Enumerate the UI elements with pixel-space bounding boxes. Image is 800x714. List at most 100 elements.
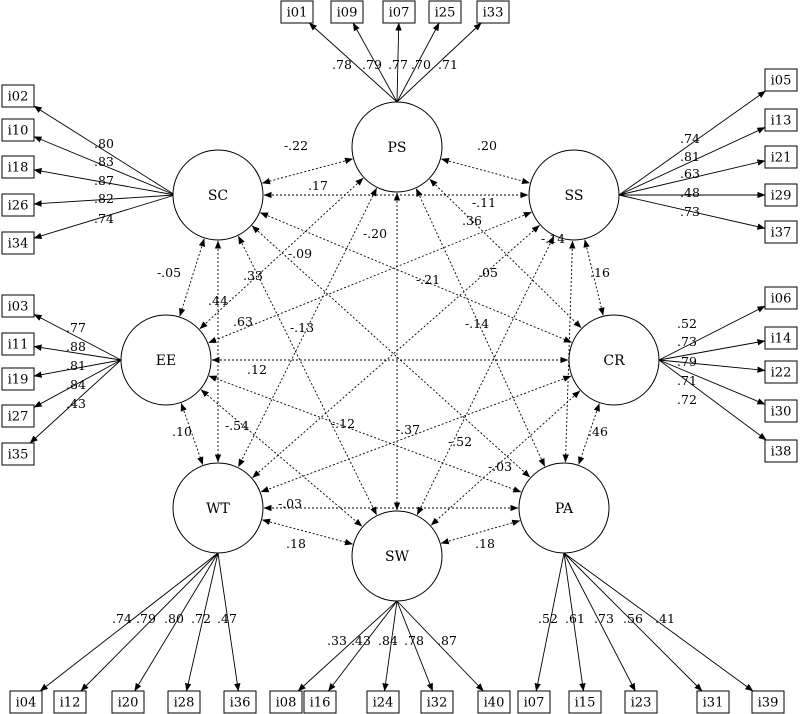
loading-value-pa-i07: .52 <box>538 611 558 626</box>
indicator-box-frame <box>280 0 314 24</box>
indicator-label: i07 <box>389 6 410 21</box>
loading-value-cr-i22: .79 <box>677 354 697 369</box>
correlation-layer <box>179 157 605 546</box>
indicator-box-i29: i29 <box>764 183 798 207</box>
correlation-arrow-ss-cr <box>583 239 605 316</box>
correlation-arrow-cr-pa <box>578 403 600 465</box>
indicator-box-frame <box>1 332 35 356</box>
indicator-label: i12 <box>60 696 81 711</box>
correlation-value-ss-pa: -.14 <box>541 231 565 246</box>
indicator-label: i27 <box>8 410 29 425</box>
indicator-label: i35 <box>8 448 29 463</box>
loading-arrow-wt-i12 <box>80 552 219 692</box>
correlation-value-cr-wt: -.37 <box>396 422 420 437</box>
correlation-value-sc-cr: -.21 <box>416 272 440 287</box>
indicator-box-i21: i21 <box>764 145 798 169</box>
indicator-box-i33: i33 <box>476 0 510 24</box>
loading-arrow-pa-i15 <box>563 552 586 692</box>
loading-value-cr-i06: .52 <box>677 316 697 331</box>
indicator-box-i12: i12 <box>53 690 87 714</box>
indicator-label: i39 <box>758 696 779 711</box>
correlation-arrow-sc-pa <box>251 225 531 478</box>
loading-arrow-ee-i35 <box>29 359 122 444</box>
indicator-box-i19: i19 <box>1 367 35 391</box>
indicator-box-i31: i31 <box>696 690 730 714</box>
indicator-label: i07 <box>524 696 545 711</box>
correlation-value-ee-pa: -.12 <box>331 416 355 431</box>
indicator-box-i37: i37 <box>764 220 798 244</box>
indicator-box-i10: i10 <box>1 118 35 142</box>
factor-label: SC <box>208 188 228 204</box>
correlation-value-ss-sw: -.52 <box>448 434 472 449</box>
loading-value-cr-i38: .72 <box>677 392 697 407</box>
loading-arrow-pa-i31 <box>563 552 703 692</box>
indicator-box-frame <box>303 690 337 714</box>
correlation-value-ss-cr: .16 <box>590 265 610 280</box>
indicator-box-frame <box>1 118 35 142</box>
correlation-value-wt-pa: -.03 <box>278 496 302 511</box>
indicator-box-i01: i01 <box>280 0 314 24</box>
indicator-label: i34 <box>8 237 29 252</box>
loading-value-wt-i28: .72 <box>191 611 211 626</box>
factor-label: WT <box>206 501 230 517</box>
loading-arrow-pa-i39 <box>563 552 754 692</box>
loading-arrow-sc-i34 <box>33 194 176 239</box>
loading-arrow-ps-i33 <box>396 22 482 103</box>
loading-arrow-ee-i11 <box>33 344 122 361</box>
correlation-value-sc-ee: -.05 <box>157 265 181 280</box>
loading-value-pa-i31: .56 <box>623 611 643 626</box>
indicator-box-i09: i09 <box>330 0 364 24</box>
indicator-box-frame <box>764 145 798 169</box>
loading-value-sc-i26: .82 <box>94 191 114 206</box>
loading-value-sw-i24: .84 <box>378 633 398 648</box>
indicator-box-i04: i04 <box>9 690 43 714</box>
loading-layer <box>29 22 767 692</box>
correlation-value-ss-ee: .63 <box>233 314 253 329</box>
indicator-box-i18: i18 <box>1 155 35 179</box>
loading-arrow-ss-i37 <box>618 194 766 230</box>
indicator-box-frame <box>366 690 400 714</box>
correlation-arrow-sc-ee <box>179 238 205 317</box>
indicator-label: i31 <box>703 696 724 711</box>
loading-value-ee-i27: .84 <box>66 377 86 392</box>
indicator-label: i22 <box>771 366 792 381</box>
indicator-box-i30: i30 <box>764 399 798 423</box>
indicator-box-i06: i06 <box>764 286 798 310</box>
indicator-label: i02 <box>8 90 29 105</box>
indicator-box-frame <box>1 193 35 217</box>
indicator-box-frame <box>476 0 510 24</box>
correlation-arrow-sw-pa <box>440 519 521 545</box>
value-label-layer: -.22.20.17.36-.13-.20-.14-.11-.05-.21.44… <box>66 57 700 648</box>
indicator-box-i38: i38 <box>764 439 798 463</box>
loading-value-ee-i19: .81 <box>66 358 86 373</box>
factor-wt: WT <box>172 462 264 554</box>
correlation-arrow-ee-wt <box>180 403 204 465</box>
loading-value-sc-i18: .87 <box>94 173 114 188</box>
loading-arrow-sw-i08 <box>297 600 398 692</box>
indicator-label: i13 <box>771 114 792 129</box>
correlation-arrow-cr-sw <box>430 390 581 526</box>
loading-value-ss-i29: .48 <box>680 185 700 200</box>
indicator-label: i21 <box>771 151 792 166</box>
loading-arrow-sc-i26 <box>33 194 176 207</box>
correlation-value-ps-ss: .20 <box>477 138 497 153</box>
indicator-label: i38 <box>771 445 792 460</box>
loading-arrow-cr-i14 <box>658 339 766 361</box>
indicator-box-i26: i26 <box>1 193 35 217</box>
indicator-label: i06 <box>771 292 792 307</box>
correlation-value-ps-wt: -.13 <box>290 320 314 335</box>
correlation-value-wt-sw: .18 <box>286 536 306 551</box>
indicator-box-frame <box>568 690 602 714</box>
indicator-box-frame <box>764 360 798 384</box>
indicator-box-frame <box>1 442 35 466</box>
factor-label: SS <box>565 188 584 204</box>
indicator-label: i19 <box>8 373 29 388</box>
factor-circle <box>351 510 443 602</box>
indicator-label: i29 <box>771 189 792 204</box>
factor-sc: SC <box>172 149 264 241</box>
indicator-box-i20: i20 <box>111 690 145 714</box>
loading-arrow-ee-i03 <box>33 313 122 361</box>
correlation-arrow-cr-wt <box>260 375 572 493</box>
